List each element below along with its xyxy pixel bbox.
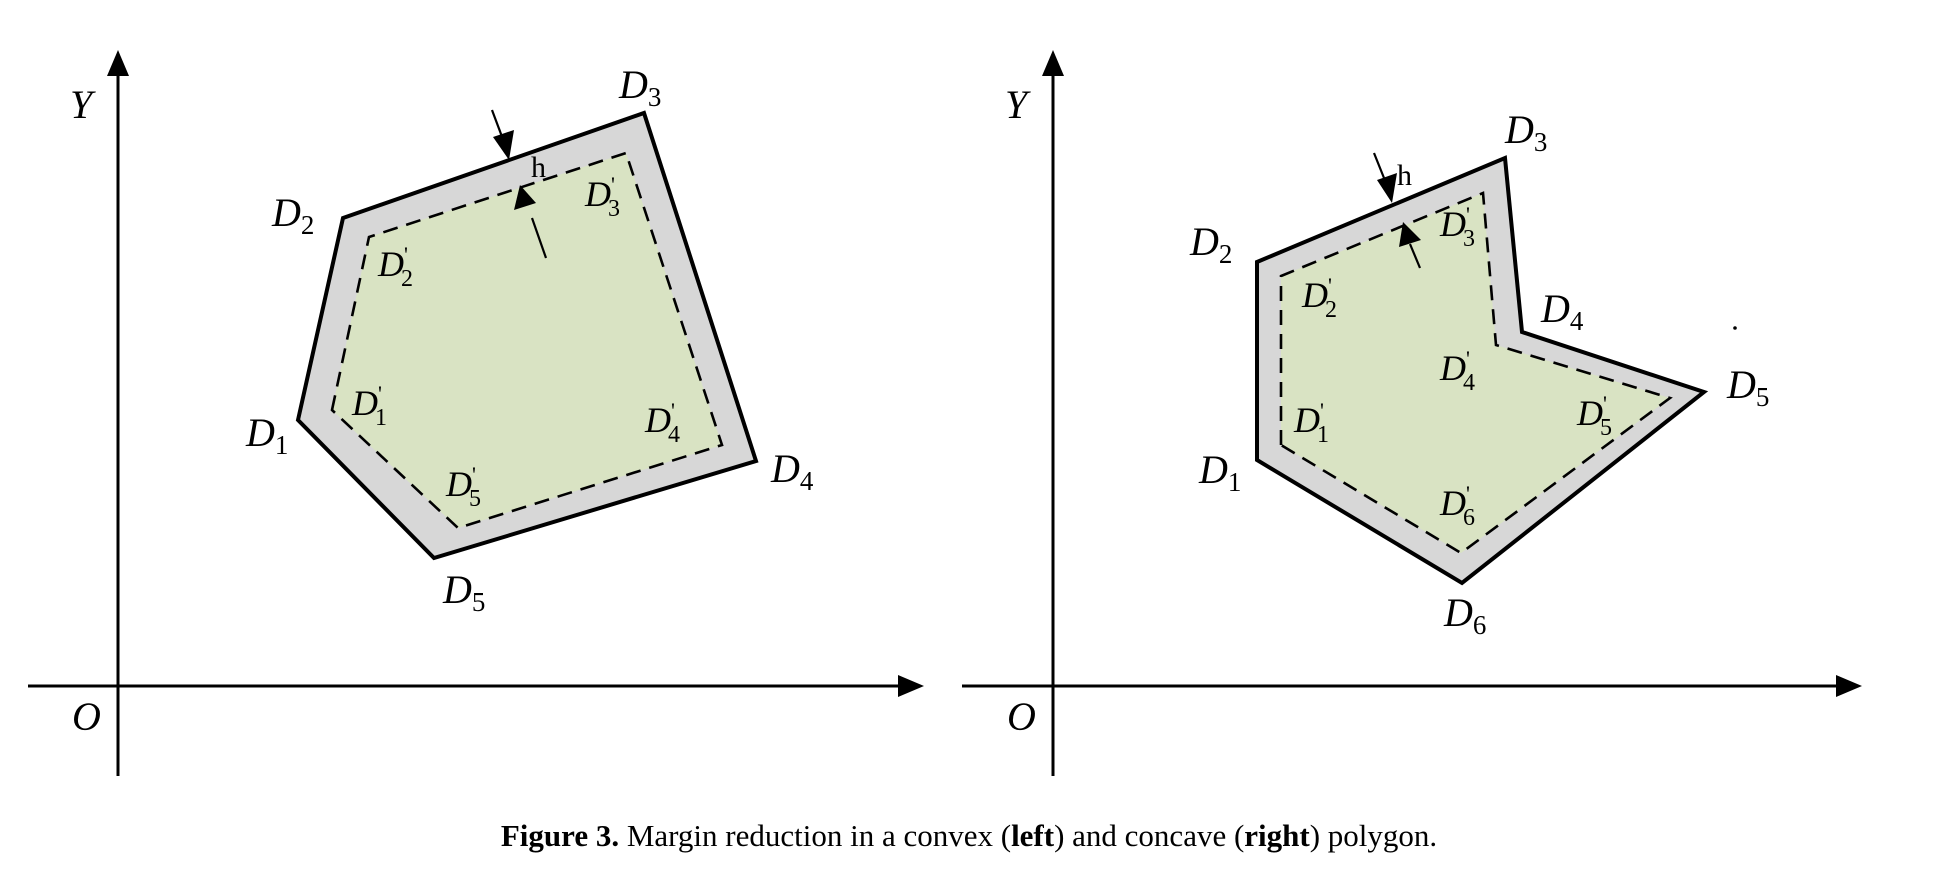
left-inner-vertex-label: D'1	[351, 381, 387, 431]
right-outer-vertex-label: D6	[1443, 590, 1486, 640]
right-outer-vertex-label: D3	[1504, 107, 1547, 157]
left-inner-vertex-label: D'2	[377, 242, 413, 292]
left-outer-vertex-label: D5	[442, 567, 485, 617]
left-x-axis-arrow-icon	[898, 675, 924, 697]
right-margin-arrow-inner	[1408, 243, 1422, 269]
left-inner-vertex-label: D'5	[445, 462, 481, 512]
right-outer-vertex-label: D4	[1540, 286, 1584, 336]
right-y-axis-arrow-icon	[1042, 50, 1064, 76]
figure-diagram: Y O h D1 D2 D3 D4 D5 D'1 D'2 D'3 D'4 D'5…	[28, 50, 1862, 776]
right-margin-arrowhead-up-icon	[1399, 222, 1421, 247]
right-outer-vertex-label: D5	[1726, 362, 1769, 412]
caption-text: Margin reduction in a convex (	[619, 818, 1012, 853]
left-outer-vertex-label: D2	[271, 190, 314, 240]
left-margin-label: h	[531, 151, 546, 184]
right-margin-arrowhead-down-icon	[1377, 173, 1397, 203]
figure-caption: Figure 3. Margin reduction in a convex (…	[0, 818, 1938, 854]
left-outer-vertex-label: D1	[245, 410, 288, 460]
caption-text: ) polygon.	[1309, 818, 1438, 853]
right-origin-label: O	[1007, 694, 1036, 739]
left-outer-vertex-label: D4	[770, 446, 814, 496]
right-panel: Y O h D1 D2 D3 D4 D5 D6 D'1 D'2 D'3 D'4 …	[962, 50, 1862, 776]
right-outer-vertex-label: D1	[1198, 447, 1241, 497]
right-y-axis-label: Y	[1005, 82, 1031, 127]
left-inner-polygon	[330, 151, 724, 530]
left-y-axis-arrow-icon	[107, 50, 129, 76]
left-origin-label: O	[72, 694, 101, 739]
right-x-axis-arrow-icon	[1836, 675, 1862, 697]
left-panel: Y O h D1 D2 D3 D4 D5 D'1 D'2 D'3 D'4 D'5	[28, 50, 924, 776]
left-inner-vertex-label: D'4	[644, 398, 680, 448]
left-margin-arrow-inner	[530, 217, 548, 259]
caption-bold-right: right	[1244, 818, 1310, 853]
right-inner-vertex-label: D'5	[1576, 391, 1612, 441]
right-margin-label: h	[1397, 159, 1412, 192]
right-inner-vertex-label: D'6	[1439, 481, 1475, 531]
right-inner-polygon	[1279, 191, 1673, 555]
right-inner-vertex-label: D'4	[1439, 346, 1475, 396]
right-inner-vertex-label: D'3	[1439, 202, 1475, 252]
caption-bold-left: left	[1011, 818, 1055, 853]
caption-label: Figure 3.	[500, 818, 620, 853]
right-outer-vertex-label: D2	[1189, 219, 1232, 269]
caption-text: ) and concave (	[1054, 818, 1245, 853]
left-y-axis-label: Y	[70, 82, 96, 127]
stray-dot	[1733, 326, 1737, 330]
left-margin-arrowhead-down-icon	[493, 130, 514, 160]
left-inner-vertex-label: D'3	[584, 172, 620, 222]
left-margin-arrowhead-up-icon	[514, 185, 536, 210]
right-inner-vertex-label: D'2	[1301, 273, 1337, 323]
right-inner-vertex-label: D'1	[1293, 398, 1329, 448]
left-outer-vertex-label: D3	[618, 62, 661, 112]
